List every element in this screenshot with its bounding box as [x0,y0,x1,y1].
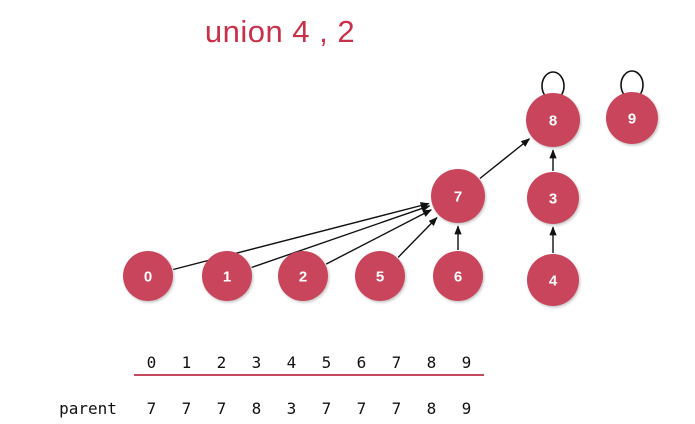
graph-nodes: 0 1 2 5 6 7 4 3 8 9 [123,92,658,306]
node-label-6: 6 [454,269,462,286]
node-label-2: 2 [299,269,307,286]
node-circle-3 [527,172,579,224]
graph-node-1[interactable]: 1 [202,251,252,301]
node-circle-8 [526,93,580,147]
table-parent-row: parent 7 7 7 8 3 7 7 7 8 9 [42,398,484,420]
parent-cell-0: 7 [146,399,157,418]
parent-cell-4: 3 [286,399,297,418]
rule-spacer-cell-7 [379,375,414,398]
graph-edge-2-to-7 [325,209,432,265]
graph-node-9[interactable]: 9 [606,92,658,144]
rule-spacer-cell-5 [309,375,344,398]
rule-spacer-cell-6 [344,375,379,398]
parent-cell-6: 7 [356,399,367,418]
node-label-3: 3 [549,191,557,208]
page-title: union 4 , 2 [204,14,356,49]
index-cell-3: 3 [239,352,274,376]
node-circle-5 [355,251,405,301]
graph-edge-5-to-7 [397,216,438,258]
rule-spacer-cell-1 [169,375,204,398]
parent-cell-7: 7 [391,399,402,418]
graph-edge-7-to-8 [479,138,531,180]
parent-cell-3: 8 [251,399,262,418]
node-circle-7 [431,169,485,223]
graph-edge-1-to-7 [251,205,431,269]
parent-cell-9: 9 [461,399,472,418]
node-circle-2 [278,251,328,301]
index-cell-8: 8 [414,352,449,376]
graph-edges [173,138,557,271]
graph-node-2[interactable]: 2 [278,251,328,301]
graph-node-4[interactable]: 4 [527,254,579,306]
index-cell-1: 1 [169,352,204,376]
parent-row-label: parent [59,399,117,418]
node-circle-1 [202,251,252,301]
parent-cell-8: 8 [426,399,437,418]
rule-spacer-cell-8 [414,375,449,398]
node-label-0: 0 [144,269,152,286]
graph-node-0[interactable]: 0 [123,251,173,301]
node-circle-4 [527,254,579,306]
index-cell-6: 6 [344,352,379,376]
parent-cell-2: 7 [216,399,227,418]
rule-spacer-cell-3 [239,375,274,398]
parent-cell-1: 7 [181,399,192,418]
index-cell-5: 5 [309,352,344,376]
node-label-4: 4 [549,273,558,290]
graph-node-5[interactable]: 5 [355,251,405,301]
index-cell-7: 7 [379,352,414,376]
graph-node-6[interactable]: 6 [433,251,483,301]
node-circle-0 [123,251,173,301]
node-label-8: 8 [549,113,557,130]
node-label-1: 1 [223,269,231,286]
node-label-9: 9 [628,111,636,128]
node-label-7: 7 [454,189,462,206]
graph-node-7[interactable]: 7 [431,169,485,223]
index-cell-0: 0 [134,352,169,376]
rule-spacer-cell-2 [204,375,239,398]
graph-node-3[interactable]: 3 [527,172,579,224]
table-rule-spacer [42,375,484,398]
graph-node-8[interactable]: 8 [526,93,580,147]
node-label-5: 5 [376,269,384,286]
node-circle-6 [433,251,483,301]
rule-spacer-cell-9 [449,375,484,398]
index-cell-4: 4 [274,352,309,376]
rule-spacer-cell-0 [134,375,169,398]
index-cell-2: 2 [204,352,239,376]
rule-spacer-cell-4 [274,375,309,398]
node-circle-9 [606,92,658,144]
parent-cell-5: 7 [321,399,332,418]
index-cell-9: 9 [449,352,484,376]
header-row-spacer [42,352,134,375]
